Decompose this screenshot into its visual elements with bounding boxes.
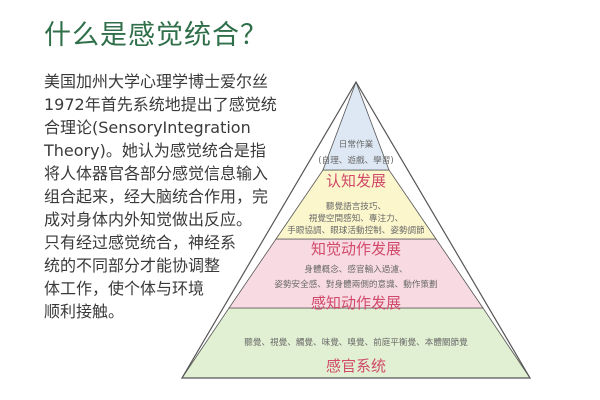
tier-cognitive-label: 认知发展 — [326, 172, 386, 190]
intro-line: 组合起来，经大脑统合作用，完 — [44, 187, 269, 206]
tier-perceptual-desc-1: 聽覺語言技巧、 — [326, 200, 386, 212]
tier-sensorimotor-desc-1: 身體概念、感官輸入過濾、 — [304, 263, 407, 275]
intro-line: 成对身体内外知觉做出反应。 — [44, 210, 253, 229]
tier-sensory-desc-1: 聽覺、視覺、觸覺、味覺、嗅覺、前庭平衡覺、本體關節覺 — [244, 336, 468, 348]
tier-cognitive-desc-2: (自理、遊戲、學習) — [318, 154, 393, 166]
intro-line: 美国加州大学心理学博士爱尔丝 — [44, 72, 269, 91]
intro-paragraph: 美国加州大学心理学博士爱尔丝 1972年首先系统地提出了感觉统 合理论(Sens… — [44, 70, 334, 323]
intro-line: 只有经过感觉统合，神经系 — [44, 233, 237, 252]
tier-perceptual-desc-2: 視覺空間感知、專注力、 — [309, 212, 404, 224]
intro-line: 1972年首先系统地提出了感觉统 — [44, 95, 277, 114]
tier-sensorimotor-label: 感知动作发展 — [311, 294, 401, 312]
pyramid-outline — [180, 80, 532, 379]
tier-cognitive-desc-1: 日常作業 — [339, 138, 374, 150]
intro-line: 统的不同部分才能协调整 — [44, 256, 221, 275]
tier-perceptual-desc-3: 手眼協調、眼球活動控制、姿勢調節 — [287, 224, 425, 236]
page-title: 什么是感觉统合？ — [44, 20, 268, 51]
intro-line: Theory)。她认为感觉统合是指 — [44, 141, 266, 160]
tier-sensorimotor-desc-2: 姿勢安全感、對身體兩側的意識、動作策劃 — [274, 278, 437, 290]
tier-perceptual-label: 知觉动作发展 — [311, 240, 401, 258]
intro-line: 体工作，使个体与环境 — [44, 279, 205, 298]
intro-line: 顺利接触。 — [44, 302, 125, 321]
intro-line: 将人体器官各部分感觉信息输入 — [44, 164, 269, 183]
tier-sensory-label: 感官系统 — [326, 357, 386, 375]
pyramid-tier-cognitive — [322, 80, 390, 171]
intro-line: 合理论(SensoryIntegration — [44, 118, 251, 137]
